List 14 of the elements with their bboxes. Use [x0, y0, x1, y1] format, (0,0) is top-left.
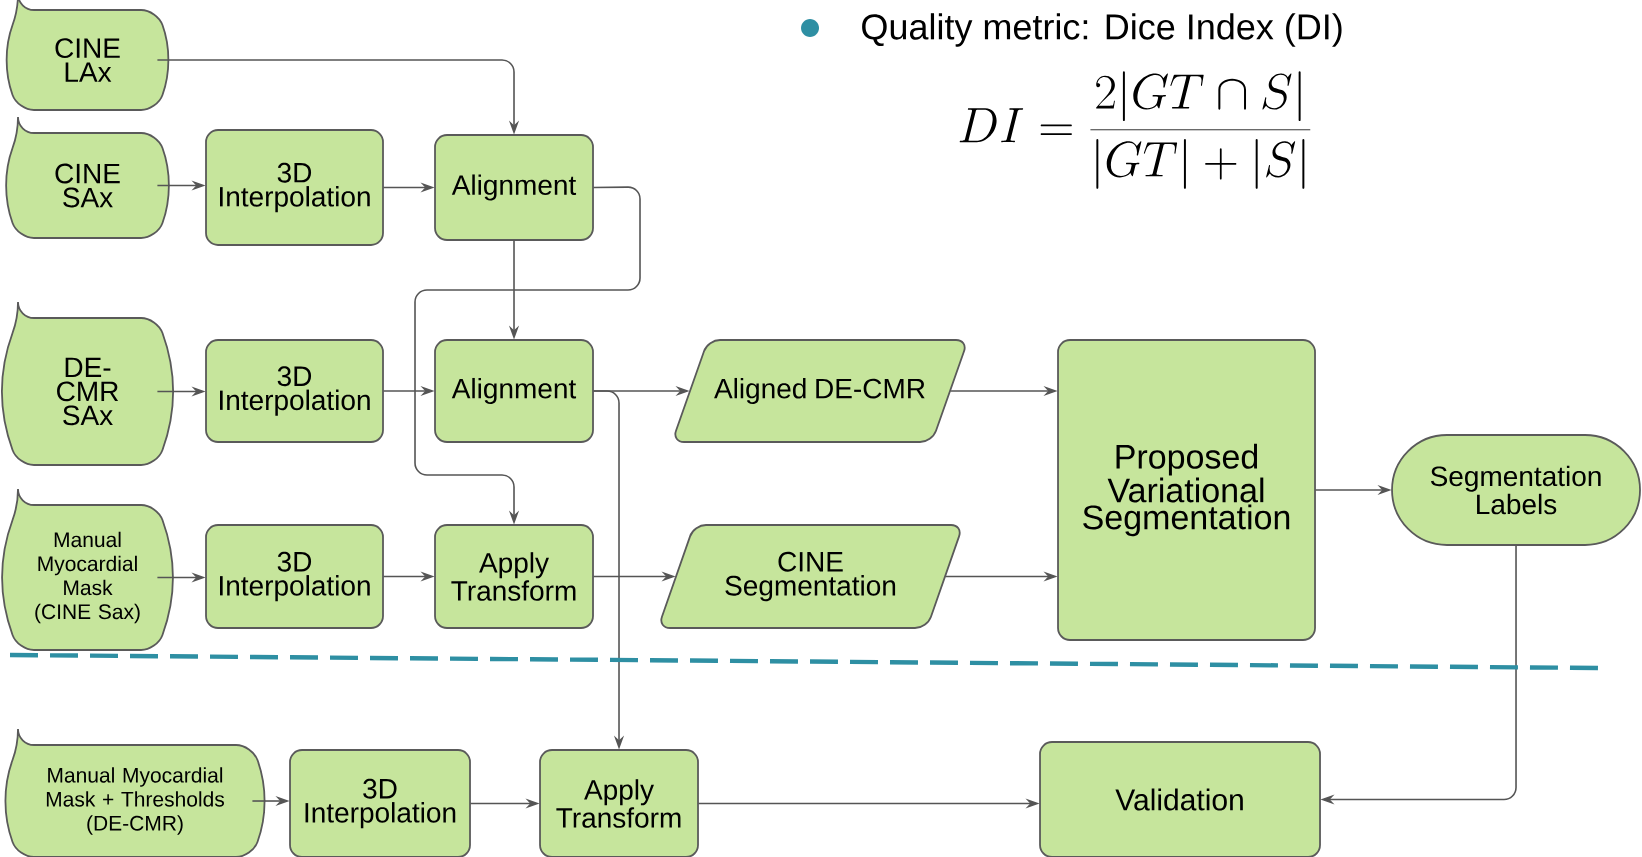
process-box: Alignment [434, 134, 594, 241]
process-box: 3D Interpolation [205, 339, 384, 443]
data-parallelogram: Aligned DE-CMR [674, 339, 966, 443]
data-parallelogram: CINE Segmentation [660, 524, 961, 629]
process-box: Apply Transform [539, 749, 699, 857]
process-box: Proposed Variational Segmentation [1057, 339, 1316, 641]
process-box: 3D Interpolation [289, 749, 471, 857]
process-box: 3D Interpolation [205, 129, 384, 246]
process-box: 3D Interpolation [205, 524, 384, 629]
formula: $DI = \frac{2|GT \cap S|}{|GT| + |S|}$ [959, 71, 1311, 189]
heading-text: Quality metric: Dice Index (DI) [862, 13, 1342, 47]
process-box: Apply Transform [434, 524, 594, 629]
process-box: Validation [1039, 741, 1321, 857]
process-box: Alignment [434, 339, 594, 443]
